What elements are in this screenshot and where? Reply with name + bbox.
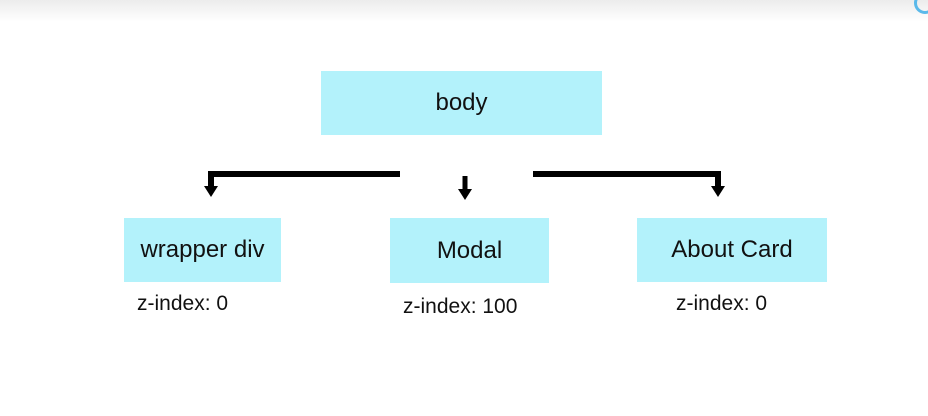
- node-modal: Modal: [390, 218, 549, 283]
- node-body-label: body: [435, 89, 488, 116]
- arrow-to-about-card: [533, 171, 725, 197]
- node-wrapper-div-label: wrapper div: [140, 236, 265, 263]
- about-card-z-index-label: z-index: 0: [676, 292, 768, 315]
- modal-z-index-label: z-index: 100: [403, 295, 518, 318]
- node-about-card-label: About Card: [671, 236, 793, 263]
- arrow-to-modal: [458, 176, 472, 200]
- node-wrapper-div: wrapper div: [124, 218, 281, 282]
- corner-circle-icon: [914, 0, 928, 14]
- wrapper-z-index-label: z-index: 0: [137, 292, 229, 315]
- arrow-to-wrapper: [204, 171, 400, 197]
- top-edge-shadow: [0, 0, 928, 22]
- node-modal-label: Modal: [436, 236, 503, 264]
- node-body: body: [321, 71, 602, 135]
- node-about-card: About Card: [637, 218, 827, 282]
